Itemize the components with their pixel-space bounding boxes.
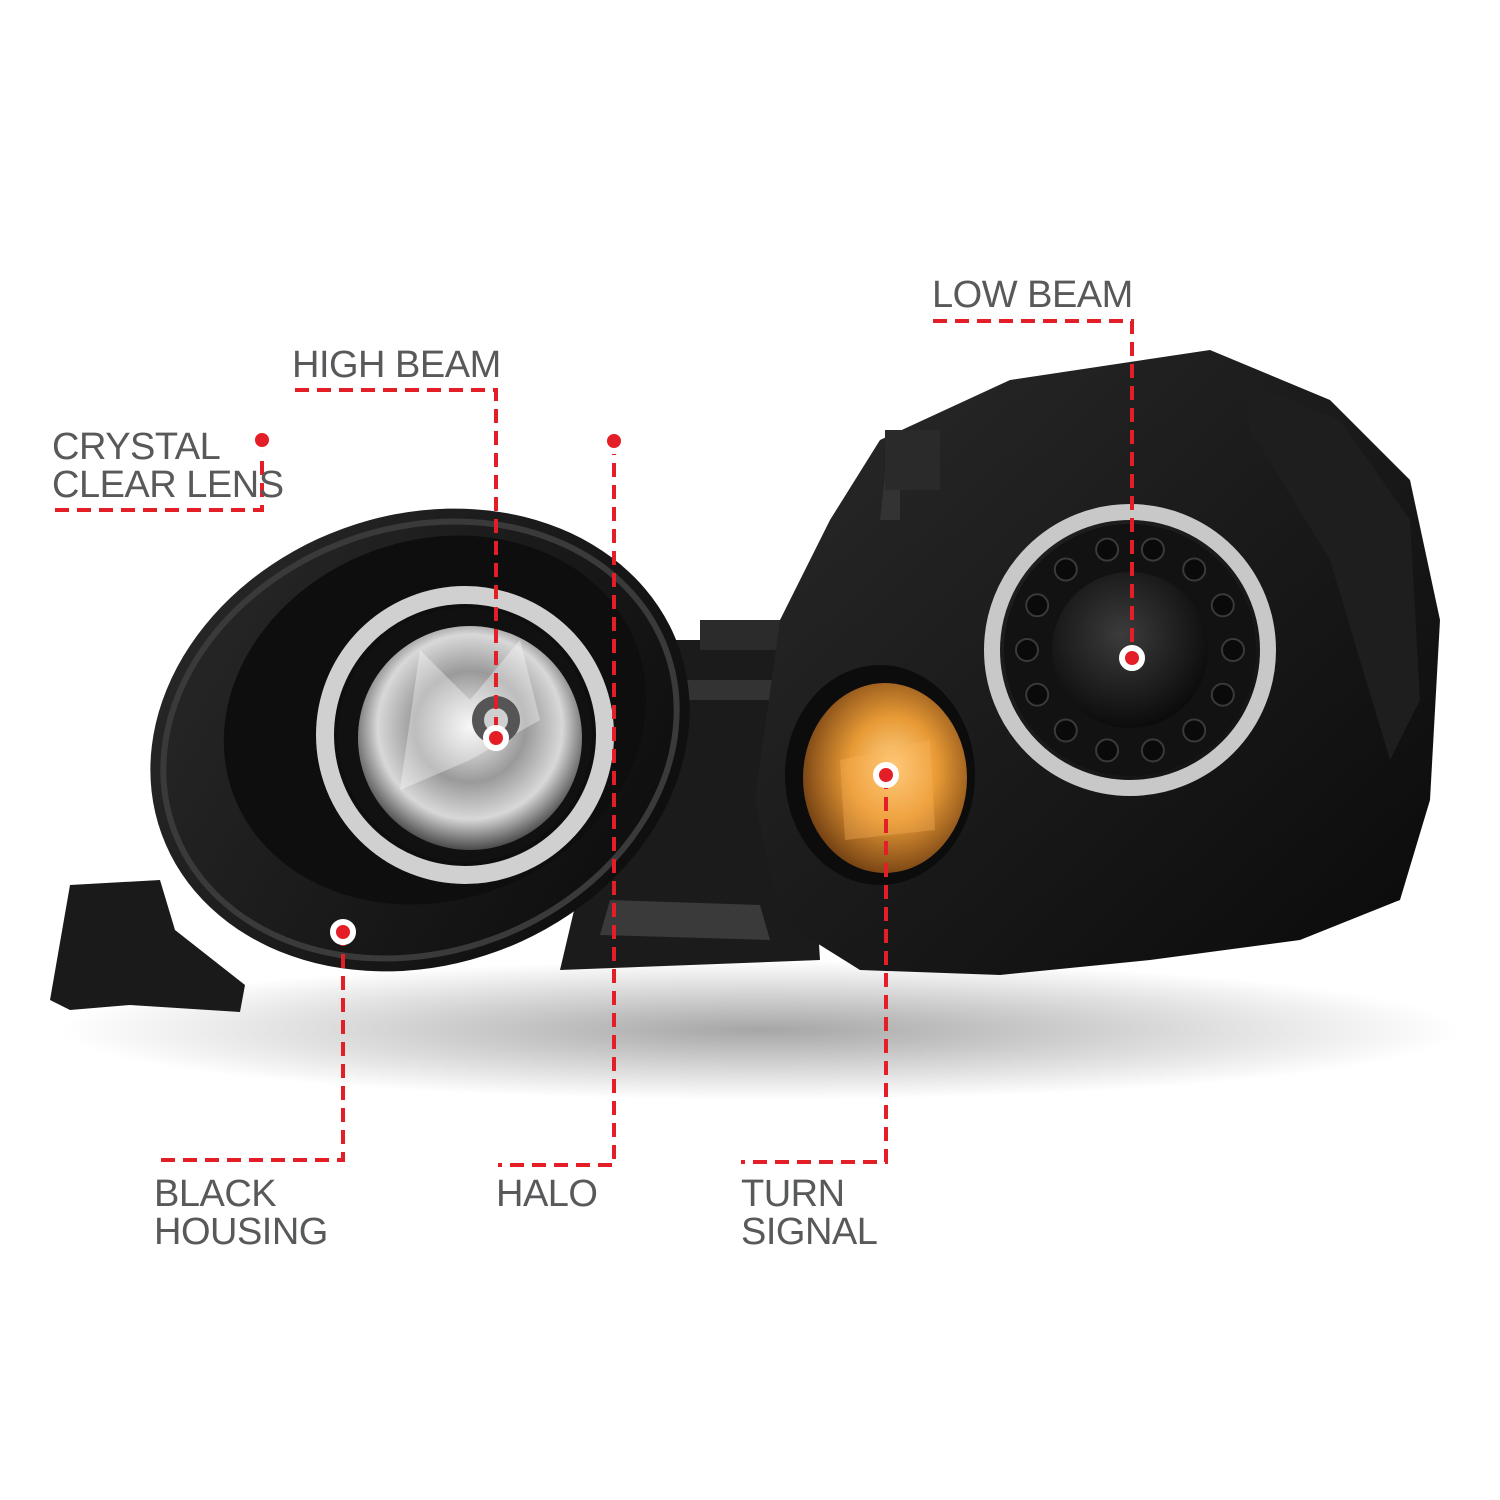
marker-crystal-lens xyxy=(249,427,275,453)
callout-line-halo xyxy=(498,441,616,1167)
left-mount-bracket xyxy=(50,880,245,1012)
led-dot xyxy=(1053,557,1078,582)
marker-low-beam xyxy=(1119,645,1145,671)
led-dot xyxy=(1210,593,1235,618)
led-dot xyxy=(1053,718,1078,743)
marker-halo xyxy=(601,428,627,454)
high-beam-label: HIGH BEAM xyxy=(292,346,501,384)
high-beam-reflector xyxy=(358,626,582,850)
black-housing-line2: HOUSING xyxy=(154,1211,328,1253)
halo-label: HALO xyxy=(496,1173,598,1215)
callout-line-turn-signal xyxy=(741,775,888,1164)
callout-line-black-housing xyxy=(157,932,345,1162)
callout-line-high-beam xyxy=(295,388,498,738)
turn-signal-line2: SIGNAL xyxy=(741,1211,878,1253)
led-dot xyxy=(1025,682,1050,707)
led-dot xyxy=(1140,738,1165,763)
led-dot xyxy=(1095,537,1120,562)
callout-line-low-beam xyxy=(933,319,1134,658)
marker-high-beam xyxy=(483,725,509,751)
low-beam-label: LOW BEAM xyxy=(932,276,1133,314)
high-beam-line1: HIGH BEAM xyxy=(292,344,501,386)
led-dot xyxy=(1182,718,1207,743)
halo-ring-right xyxy=(984,504,1276,796)
led-dot xyxy=(1182,557,1207,582)
black-housing-line1: BLACK xyxy=(154,1173,277,1215)
marker-turn-signal xyxy=(873,762,899,788)
floor-shadow xyxy=(60,960,1460,1100)
halo-ring-left xyxy=(316,586,614,884)
led-dot xyxy=(1140,537,1165,562)
callout-markers xyxy=(249,427,1145,945)
low-beam-line1: LOW BEAM xyxy=(932,274,1133,316)
led-dot xyxy=(1025,593,1050,618)
projector-led-dots xyxy=(1015,537,1245,763)
crystal-clear-lens-label: CRYSTAL CLEAR LENS xyxy=(52,428,284,504)
led-dot xyxy=(1210,682,1235,707)
led-dot xyxy=(1221,638,1245,662)
led-dot xyxy=(1095,738,1120,763)
crystal-clear-lens-line2: CLEAR LENS xyxy=(52,464,284,506)
black-housing-label: BLACK HOUSING xyxy=(154,1175,328,1251)
halo-line1: HALO xyxy=(496,1173,598,1215)
crystal-clear-lens-line1: CRYSTAL xyxy=(52,426,221,468)
callout-line-crystal-lens xyxy=(55,440,264,512)
turn-signal-line1: TURN xyxy=(741,1173,845,1215)
turn-signal-label: TURN SIGNAL xyxy=(741,1173,878,1253)
led-dot xyxy=(1015,638,1039,662)
marker-black-housing xyxy=(330,919,356,945)
callout-lines xyxy=(55,319,1134,1167)
